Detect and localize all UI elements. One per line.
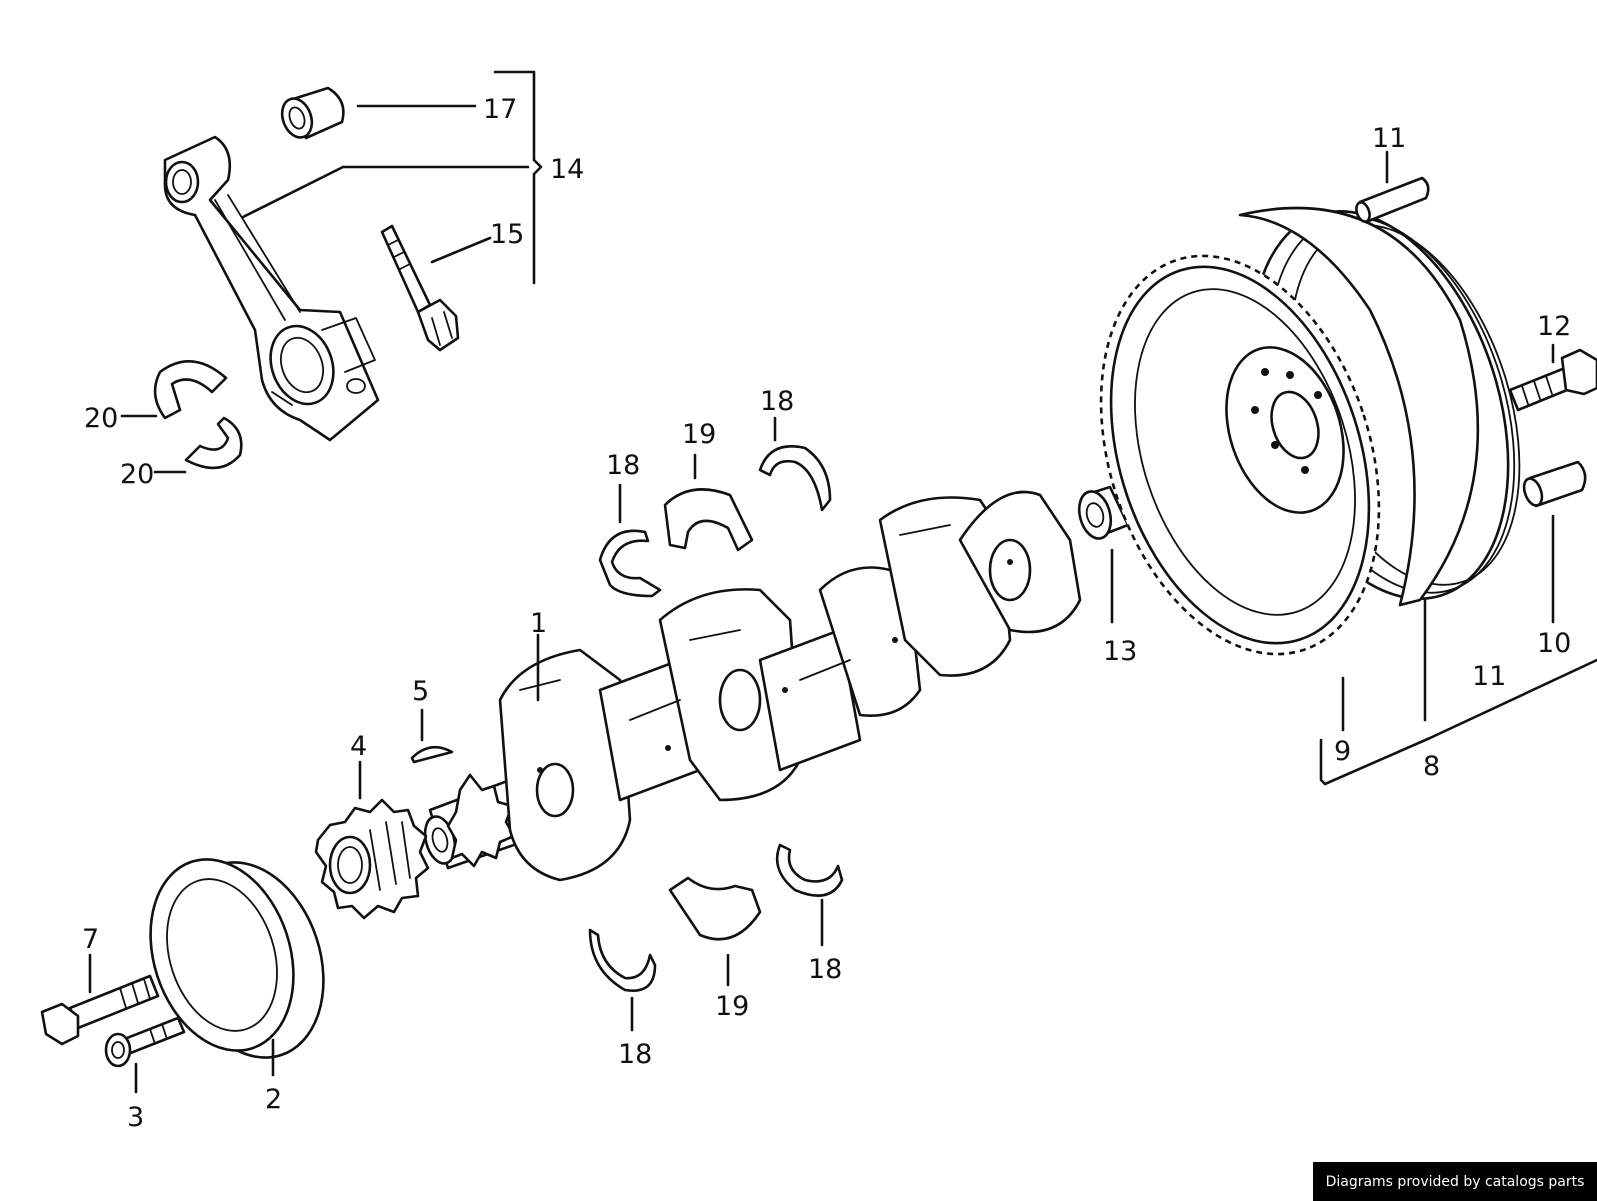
label-part-4: 4 <box>350 731 367 762</box>
crankshaft-part-1 <box>423 490 1082 882</box>
bracket-8 <box>1319 658 1597 786</box>
label-part-13: 13 <box>1103 636 1137 667</box>
flywheel-assembly-part-8 <box>1099 206 1521 656</box>
label-part-3: 3 <box>127 1102 144 1133</box>
dowel-pin-part-11 <box>1355 176 1430 224</box>
label-part-9: 9 <box>1334 736 1351 767</box>
label-part-19-a: 19 <box>682 419 716 450</box>
thrust-washers-part-18 <box>588 445 844 993</box>
bushing-part-17 <box>280 86 345 140</box>
pin-part-10 <box>1522 460 1587 508</box>
label-part-18-d: 18 <box>618 1039 652 1070</box>
rod-bearing-shells-part-20 <box>153 360 243 470</box>
label-part-20-a: 20 <box>84 403 118 434</box>
flywheel-bolt-part-12 <box>1508 348 1597 412</box>
label-part-17: 17 <box>483 94 517 125</box>
label-part-11-bottom: 11 <box>1472 661 1506 692</box>
label-part-5: 5 <box>412 676 429 707</box>
label-part-12: 12 <box>1537 311 1571 342</box>
label-part-14: 14 <box>550 154 584 185</box>
label-part-20-b: 20 <box>120 459 154 490</box>
pilot-bushing-part-13 <box>1077 485 1130 540</box>
label-part-11-top: 11 <box>1372 123 1406 154</box>
connecting-rod-part-14 <box>163 135 380 442</box>
bracket-14 <box>493 70 543 285</box>
label-part-2: 2 <box>265 1084 282 1115</box>
label-part-7: 7 <box>82 924 99 955</box>
rod-bolt-part-15 <box>380 224 460 352</box>
label-part-18-a: 18 <box>606 450 640 481</box>
label-part-15: 15 <box>490 219 524 250</box>
woodruff-key-part-5 <box>410 745 454 764</box>
label-part-8: 8 <box>1423 751 1440 782</box>
long-bolt-part-7 <box>40 974 160 1046</box>
label-part-19-b: 19 <box>715 991 749 1022</box>
main-bearing-halves-part-19 <box>663 488 762 941</box>
timing-sprocket-part-4 <box>314 798 430 920</box>
crank-pulley-part-2 <box>149 858 325 1059</box>
label-part-1: 1 <box>530 608 547 639</box>
label-part-18-c: 18 <box>808 954 842 985</box>
label-part-10: 10 <box>1537 628 1571 659</box>
credit-banner: Diagrams provided by catalogs parts <box>1313 1162 1597 1201</box>
label-part-18-b: 18 <box>760 386 794 417</box>
short-bolt-part-3 <box>104 1016 186 1068</box>
